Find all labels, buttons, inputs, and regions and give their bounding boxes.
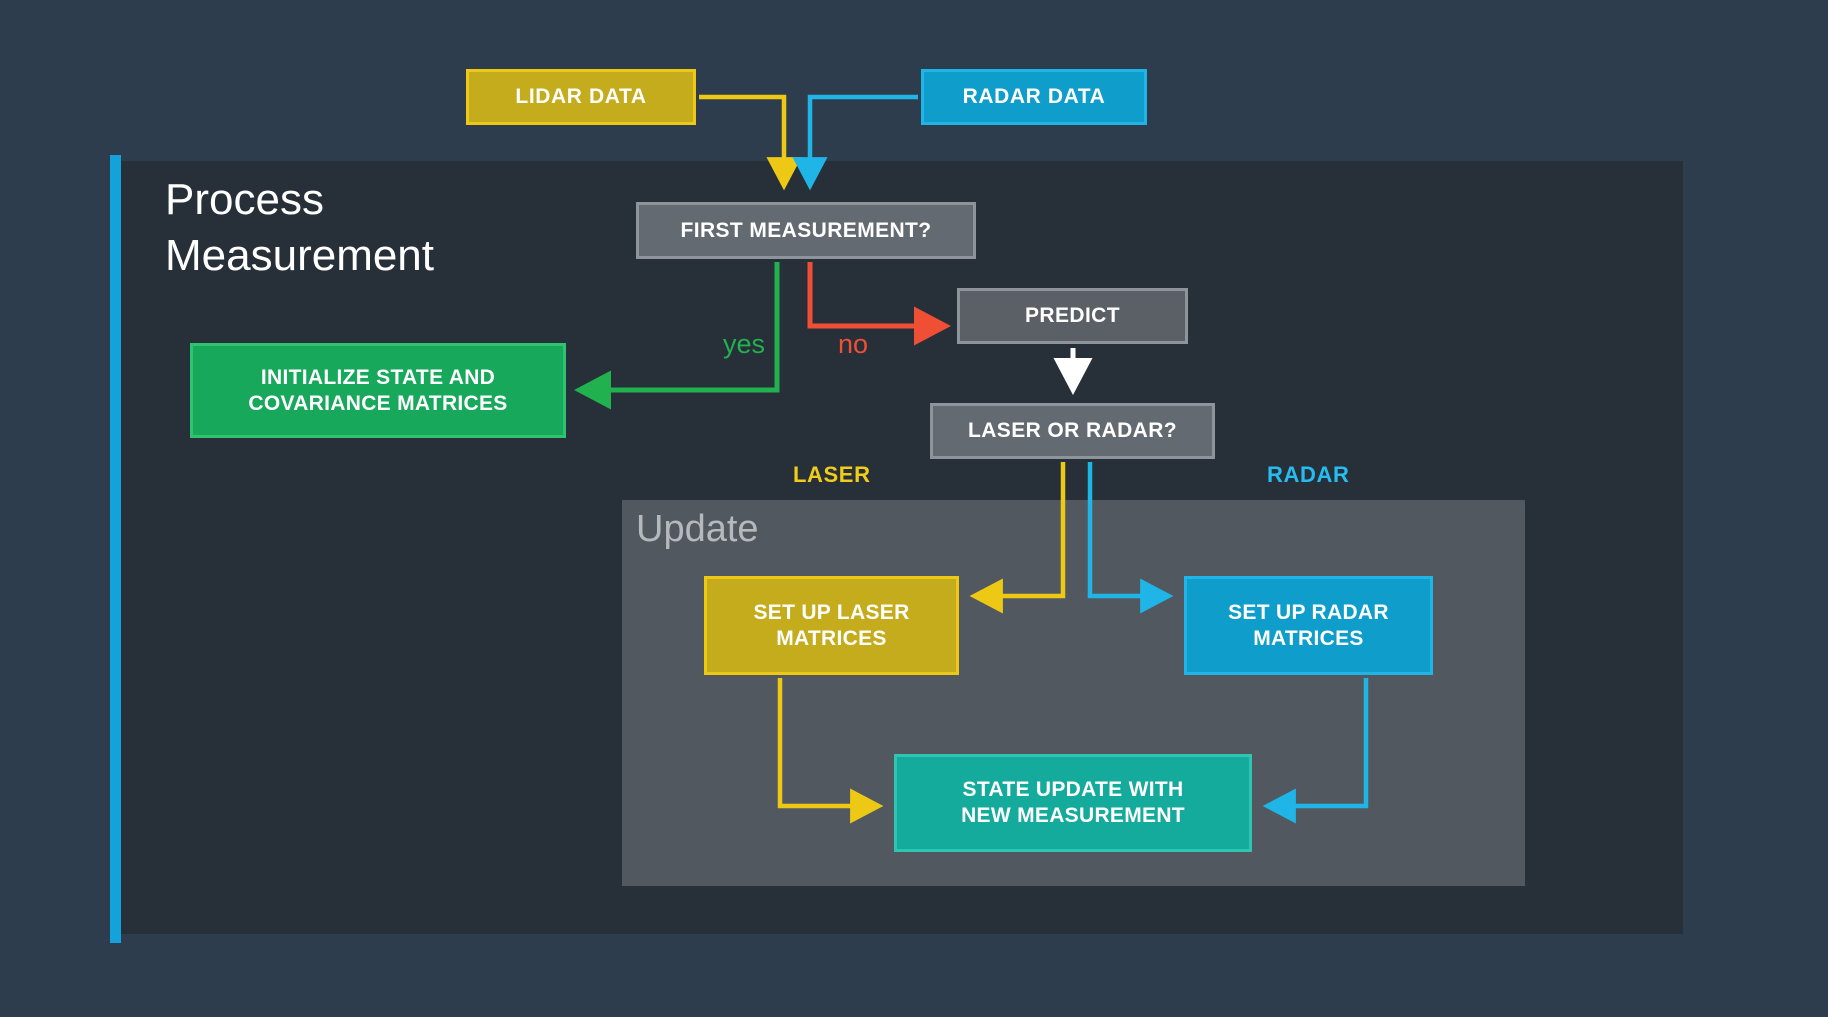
page-title: Process Measurement [165, 172, 585, 284]
node-laser-or-radar[interactable]: LASER OR RADAR? [930, 403, 1215, 459]
node-initialize-label: INITIALIZE STATE AND COVARIANCE MATRICES [248, 365, 507, 416]
node-initialize-line-2: COVARIANCE MATRICES [248, 391, 508, 415]
node-set-up-radar-label: SET UP RADAR MATRICES [1228, 600, 1389, 651]
edge-label-laser: LASER [793, 462, 871, 487]
node-set-up-laser-line-2: MATRICES [776, 626, 887, 650]
node-laser-or-radar-label: LASER OR RADAR? [968, 419, 1177, 443]
page-title-line-1: Process [165, 175, 324, 224]
node-predict[interactable]: PREDICT [957, 288, 1188, 344]
edge-label-radar: RADAR [1267, 462, 1350, 487]
node-initialize-line-1: INITIALIZE STATE AND [260, 365, 496, 389]
node-set-up-laser-matrices[interactable]: SET UP LASER MATRICES [704, 576, 959, 675]
node-set-up-radar-line-1: SET UP RADAR [1228, 600, 1389, 624]
node-set-up-laser-label: SET UP LASER MATRICES [753, 600, 909, 651]
node-set-up-radar-matrices[interactable]: SET UP RADAR MATRICES [1184, 576, 1433, 675]
node-first-measurement-label: FIRST MEASUREMENT? [680, 218, 932, 242]
node-radar-data[interactable]: RADAR DATA [921, 69, 1147, 125]
node-first-measurement[interactable]: FIRST MEASUREMENT? [636, 202, 976, 259]
node-lidar-data[interactable]: LIDAR DATA [466, 69, 696, 125]
node-state-update-line-2: NEW MEASUREMENT [961, 804, 1185, 827]
node-state-update-line-1: STATE UPDATE WITH [962, 778, 1184, 802]
node-state-update-label: STATE UPDATE WITH NEW MEASUREMENT [961, 777, 1185, 828]
update-group-title: Update [636, 508, 759, 550]
node-lidar-data-label: LIDAR DATA [515, 85, 647, 109]
edge-label-no: no [838, 329, 869, 359]
node-state-update-with-new-measurement[interactable]: STATE UPDATE WITH NEW MEASUREMENT [894, 754, 1252, 852]
node-set-up-laser-line-1: SET UP LASER [753, 600, 910, 624]
node-set-up-radar-line-2: MATRICES [1253, 626, 1364, 650]
edge-label-yes: yes [723, 329, 766, 359]
node-initialize-state-and-covariance-matrices[interactable]: INITIALIZE STATE AND COVARIANCE MATRICES [190, 343, 566, 438]
section-accent-bar [110, 155, 121, 943]
node-radar-data-label: RADAR DATA [962, 85, 1106, 109]
node-predict-label: PREDICT [1025, 304, 1120, 328]
page-title-line-2: Measurement [165, 231, 435, 280]
